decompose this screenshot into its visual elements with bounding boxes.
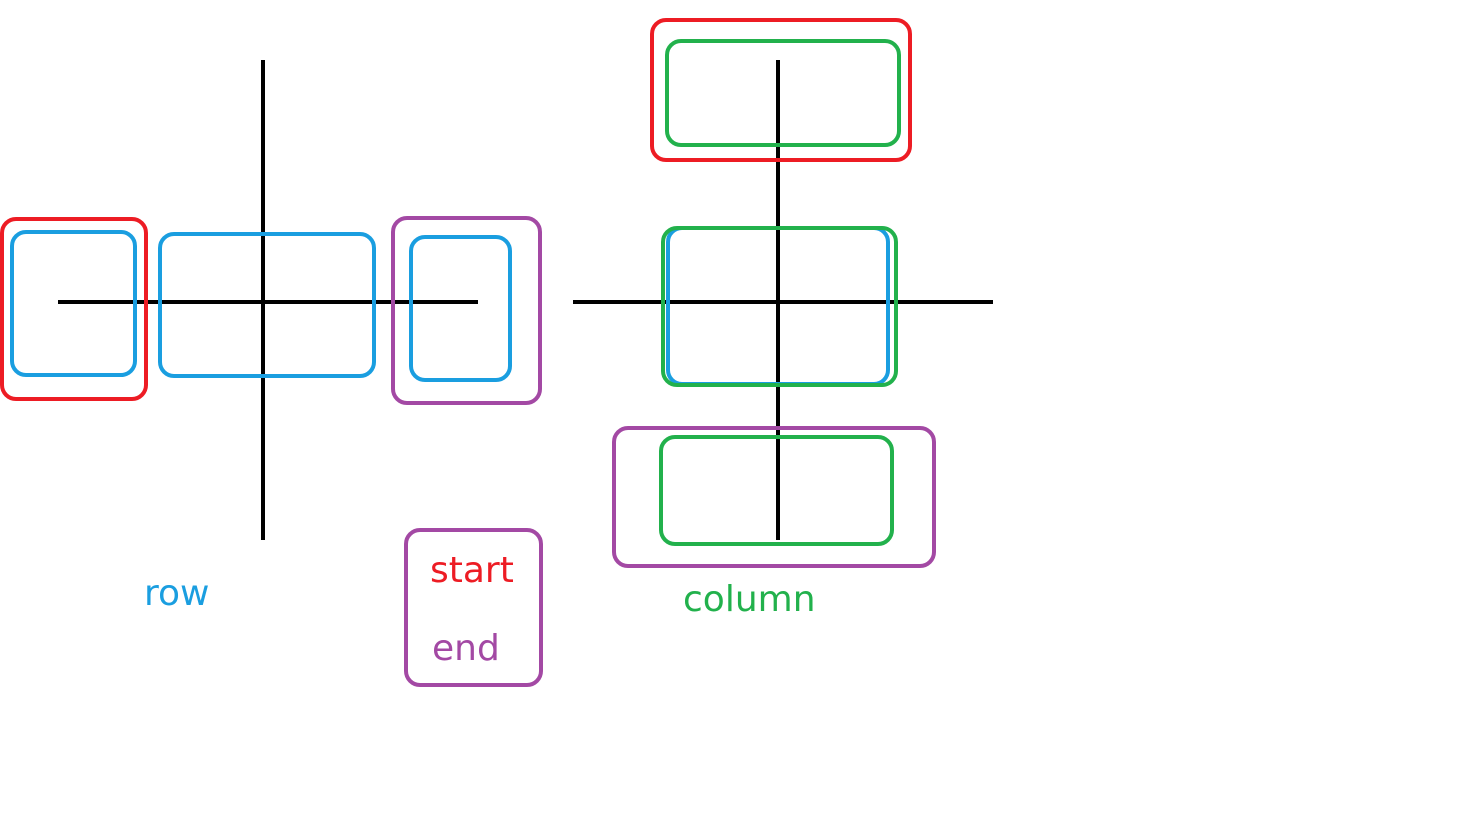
- column-item-1: [665, 39, 901, 147]
- row-start-highlight: [0, 217, 148, 401]
- column-label: column: [683, 579, 816, 620]
- row-item-1: [10, 230, 137, 377]
- column-item-2: [661, 226, 898, 387]
- row-end-highlight: [391, 216, 542, 405]
- legend-box: [404, 528, 543, 687]
- row-label: row: [144, 573, 209, 614]
- column-item-3: [659, 435, 894, 546]
- column-end-highlight: [612, 426, 936, 568]
- row-diagram: [0, 60, 542, 540]
- column-start-highlight: [650, 18, 912, 162]
- legend: start end: [404, 528, 543, 687]
- column-diagram: [573, 18, 993, 568]
- legend-start-label: start: [430, 550, 514, 591]
- row-item-2: [158, 232, 376, 378]
- row-item-3: [409, 235, 512, 382]
- legend-end-label: end: [432, 628, 500, 669]
